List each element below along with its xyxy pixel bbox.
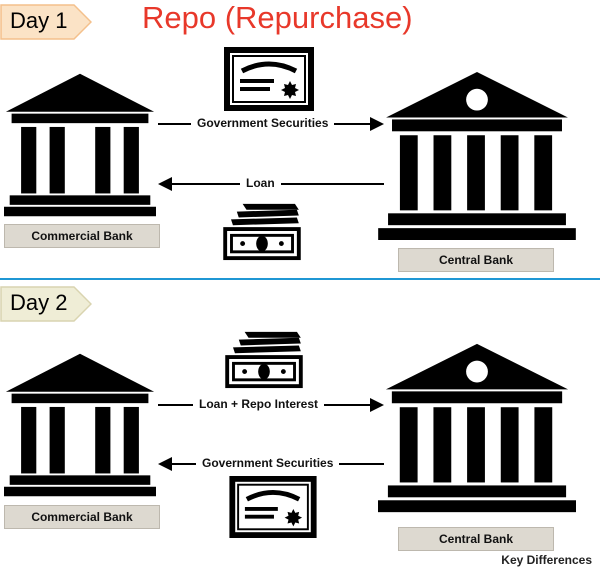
commercial-bank-icon [4,73,156,217]
day2-tag-text: Day 2 [10,290,68,315]
commercial-bank-label-day1: Commercial Bank [4,224,160,248]
day1-top-arrow-label: Government Securities [191,116,335,130]
tag-shape [0,286,92,322]
commercial-bank-icon [4,353,156,497]
commercial-bank-label-day2: Commercial Bank [4,505,160,529]
day1-tag-text: Day 1 [10,8,68,33]
money-icon [225,331,303,389]
day1-tag: Day 1 [0,4,92,40]
central-bank-label-day2: Central Bank [398,527,554,551]
central-bank-icon [378,343,576,513]
day2-tag: Day 2 [0,286,92,322]
certificate-icon [228,476,318,538]
central-bank-icon [378,72,576,240]
day1-bottom-arrow-label: Loan [240,176,281,190]
day2-top-arrow-label: Loan + Repo Interest [193,397,325,411]
watermark: Key Differences [501,553,592,567]
central-bank-label-day1: Central Bank [398,248,554,272]
day-divider [0,278,600,280]
diagram-title: Repo (Repurchase) [142,0,413,35]
day2-bottom-arrow-label: Government Securities [196,456,340,470]
tag-shape [0,4,92,40]
money-icon [223,203,301,261]
certificate-icon [223,47,315,111]
